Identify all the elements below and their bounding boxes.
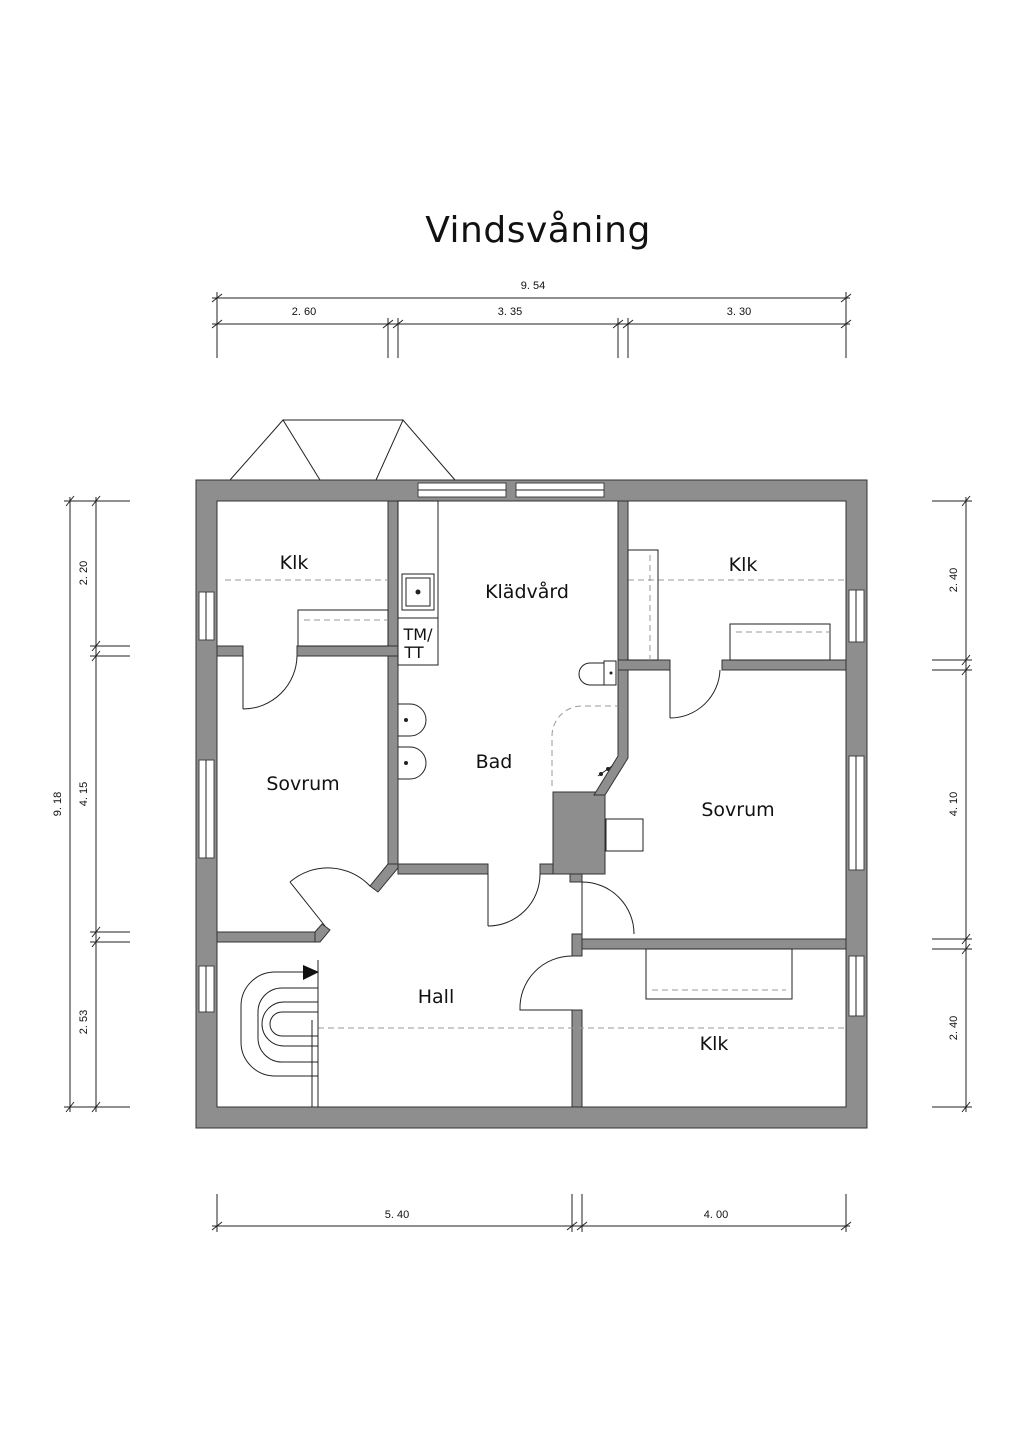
right-dimensions: 2. 40 4. 10 2. 40 <box>932 495 972 1113</box>
room-label-kladvard: Klädvård <box>485 580 569 603</box>
closet-top-left <box>297 609 389 647</box>
room-label-sovrum-left: Sovrum <box>266 773 339 795</box>
dim-bottom-2: 4. 00 <box>704 1209 728 1221</box>
dim-left-total: 9. 18 <box>52 792 64 816</box>
bottom-dimensions: 5. 40 4. 00 <box>211 1194 852 1232</box>
door-sovrum-right <box>581 881 635 935</box>
left-dimensions: 9. 18 2. 20 4. 15 2. 53 <box>52 495 130 1113</box>
room-label-hall: Hall <box>418 986 455 1008</box>
dim-top-total: 9. 54 <box>521 280 545 292</box>
dim-left-1: 2. 20 <box>78 561 90 585</box>
room-label-klk-top-right: Klk <box>729 554 758 576</box>
door-klk-top-right <box>669 669 721 719</box>
door-klk-bottom-right <box>519 955 573 1011</box>
closet-top-right <box>729 623 831 661</box>
plan-title: Vindsvåning <box>425 210 651 251</box>
toilet <box>603 660 617 686</box>
dim-left-3: 2. 53 <box>78 1010 90 1034</box>
dormer-outline <box>229 419 456 481</box>
dim-right-1: 2. 40 <box>948 568 960 592</box>
door-klk-top-left <box>242 655 298 710</box>
cabinet-sovrum-right <box>605 818 644 852</box>
bath-sink-2 <box>398 746 427 780</box>
shower-mixer <box>597 765 613 777</box>
laundry-sink <box>401 573 435 611</box>
closet-top-right-tall <box>627 549 659 661</box>
dim-right-2: 4. 10 <box>948 792 960 816</box>
tm-label: TM/ <box>403 625 434 644</box>
windows <box>198 482 865 1017</box>
dim-top-1: 2. 60 <box>292 306 316 318</box>
top-dimensions: 9. 54 2. 60 3. 35 3. 30 <box>211 280 852 358</box>
roof-lines <box>225 579 846 1029</box>
laundry-counter <box>397 500 439 666</box>
door-bad <box>487 873 541 927</box>
room-label-klk-bottom-right: Klk <box>700 1033 729 1055</box>
bath-sink-1 <box>398 703 427 737</box>
doors <box>242 655 721 1011</box>
fixtures: TM/ TT <box>240 500 831 1107</box>
room-labels: Klk Klädvård Klk Sovrum Bad Sovrum Hall … <box>266 552 774 1055</box>
dim-left-2: 4. 15 <box>78 782 90 806</box>
dim-top-2: 3. 35 <box>498 306 522 318</box>
door-sovrum-left <box>289 867 371 927</box>
stair <box>240 960 319 1107</box>
closet-bottom-right <box>645 948 793 1000</box>
walls <box>195 479 868 1129</box>
dim-top-3: 3. 30 <box>727 306 751 318</box>
room-label-klk-top-left: Klk <box>280 552 309 574</box>
room-label-sovrum-right: Sovrum <box>701 799 774 821</box>
stair-direction-arrow-icon <box>303 965 319 980</box>
tt-label: TT <box>403 643 423 662</box>
dim-bottom-1: 5. 40 <box>385 1209 409 1221</box>
dim-right-3: 2. 40 <box>948 1016 960 1040</box>
room-label-bad: Bad <box>476 751 513 773</box>
